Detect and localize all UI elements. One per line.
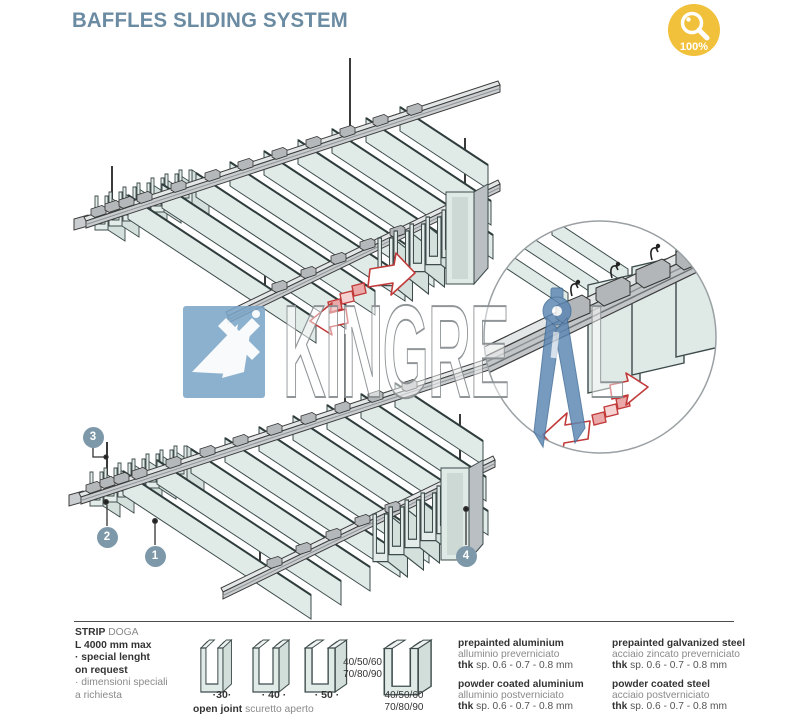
strip-note-it-2: a richiesta	[75, 689, 122, 701]
profile-40-icon	[252, 639, 290, 693]
open-joint-label: open joint scuretto aperto	[193, 704, 314, 715]
zoom-badge: 100%	[667, 3, 721, 57]
material-item: powder coated steel acciaio postvernicia…	[612, 679, 727, 712]
legend-divider	[74, 621, 734, 622]
callout-leaders	[92, 448, 469, 545]
callout-3: 3	[82, 426, 104, 448]
profile-large-label-left: 40/50/60 70/80/90	[343, 657, 382, 680]
material-item: prepainted galvanized steel acciaio zinc…	[612, 638, 746, 671]
strip-label-en: STRIP	[75, 627, 106, 638]
watermark-text-right: L	[588, 277, 623, 425]
magnifier-icon	[680, 11, 710, 41]
profile-size-40: · 40 ·	[261, 689, 287, 701]
zoom-badge-value: 100%	[680, 41, 708, 53]
callout-4: 4	[455, 545, 477, 567]
kingreal-logo-icon	[183, 306, 265, 398]
strip-label-it: DOGA	[108, 627, 139, 638]
profile-large-label-below: 40/50/60 70/80/90	[384, 690, 424, 713]
strip-note-en-2: on request	[75, 664, 128, 676]
profile-size-50: · 50 ·	[314, 689, 340, 701]
materials-column-1: prepainted aluminium alluminio prevernic…	[458, 638, 618, 722]
callout-2: 2	[96, 526, 118, 548]
strip-note-en-1: · special lenght	[75, 652, 150, 663]
materials-column-2: prepainted galvanized steel acciaio zinc…	[612, 638, 772, 722]
material-item: prepainted aluminium alluminio prevernic…	[458, 638, 573, 671]
material-item: powder coated aluminium alluminio postve…	[458, 679, 584, 712]
watermark-text-left: KINGRE	[283, 277, 509, 425]
strip-info: STRIP DOGA L 4000 mm max · special lengh…	[75, 627, 195, 702]
page-title: BAFFLES SLIDING SYSTEM	[72, 9, 348, 32]
compass-icon	[533, 287, 586, 449]
watermark: KINGRE L	[183, 276, 625, 449]
profile-size-30: ·30·	[212, 689, 232, 701]
strip-note-it-1: · dimensioni speciali	[75, 677, 168, 688]
strip-length: L 4000 mm max	[75, 639, 152, 651]
profile-large-icon	[383, 639, 432, 696]
callout-1: 1	[144, 545, 166, 567]
profile-30-icon	[200, 639, 233, 693]
